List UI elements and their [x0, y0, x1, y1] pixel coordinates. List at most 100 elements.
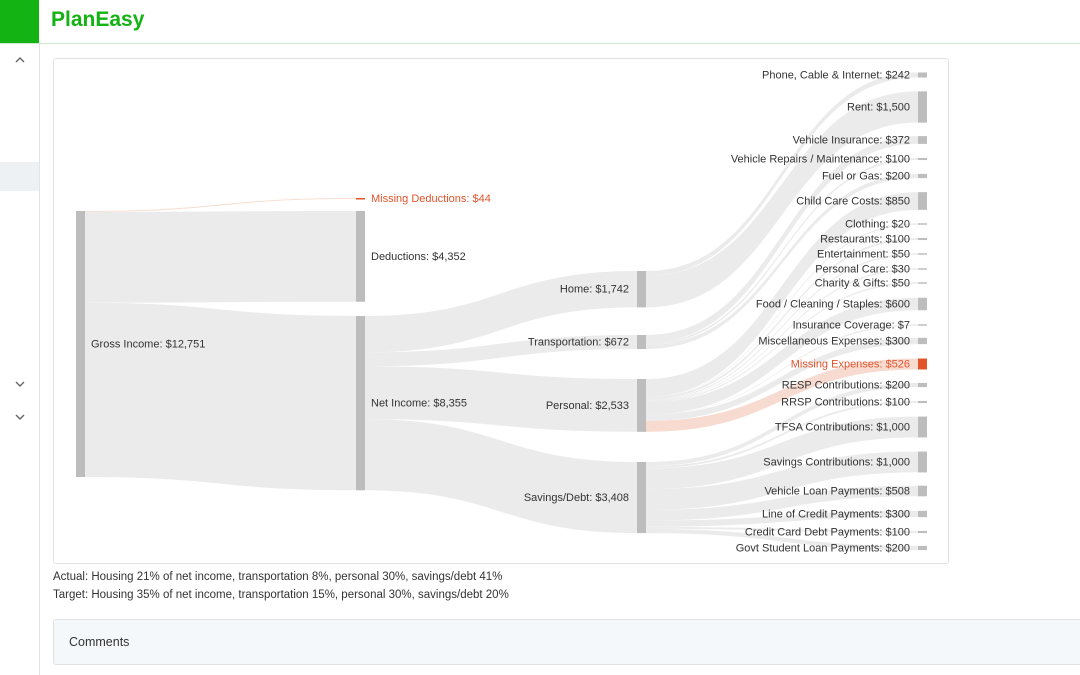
node-savings-contributions-1-000	[918, 451, 927, 473]
label-gross-income: Gross Income: $12,751	[91, 338, 205, 350]
link-net-to-transport	[365, 335, 637, 367]
sankey-panel: Gross Income: $12,751 Missing Deductions:…	[53, 58, 949, 564]
node-child-care-costs-850	[918, 192, 927, 210]
link-transport-to-fuel-or-gas-200	[646, 173, 918, 350]
label-insurance-coverage-7: Insurance Coverage: $7	[793, 319, 910, 331]
link-personal-to-insurance-coverage-7	[646, 324, 918, 415]
link-personal-to-restaurants-100	[646, 237, 918, 400]
node-rrsp-contributions-100	[918, 400, 927, 404]
brand-square	[0, 0, 39, 43]
link-home-to-rent-1-500	[646, 91, 918, 308]
label-vehicle-repairs-maintenance-100: Vehicle Repairs / Maintenance: $100	[731, 153, 910, 165]
label-tfsa-contributions-1-000: TFSA Contributions: $1,000	[775, 421, 910, 433]
link-savings-to-vehicle-loan-payments-508	[646, 485, 918, 521]
link-personal-to-miscellaneous-expenses-300	[646, 337, 918, 421]
label-phone-cable-internet-242: Phone, Cable & Internet: $242	[762, 69, 910, 81]
node-vehicle-insurance-372	[918, 136, 927, 144]
link-personal-to-personal-care-30	[646, 268, 918, 401]
comments-title: Comments	[69, 635, 130, 649]
node-rent-1-500	[918, 91, 927, 123]
node-clothing-20	[918, 223, 927, 225]
node-restaurants-100	[918, 237, 927, 241]
node-miscellaneous-expenses-300	[918, 337, 927, 345]
label-govt-student-loan-payments-200: Govt Student Loan Payments: $200	[736, 542, 910, 554]
node-insurance-coverage-7	[918, 324, 927, 326]
link-home-to-phone-cable-internet-242	[646, 72, 918, 277]
node-missing-ded	[356, 198, 365, 200]
link-personal-to-missing-expenses-526	[646, 358, 918, 432]
link-personal-to-child-care-costs-850	[646, 192, 918, 397]
sidebar	[0, 44, 40, 675]
label-personal-care-30: Personal Care: $30	[815, 263, 910, 275]
budget-sankey-chart: Gross Income: $12,751 Missing Deductions:…	[76, 69, 927, 554]
node-transport	[637, 335, 646, 350]
node-vehicle-repairs-maintenance-100	[918, 157, 927, 161]
label-clothing-20: Clothing: $20	[845, 218, 910, 230]
label-vehicle-insurance-372: Vehicle Insurance: $372	[793, 134, 910, 146]
app-name: PlanEasy	[51, 8, 145, 31]
node-missing-expenses-526	[918, 358, 927, 370]
link-savings-to-resp-contributions-200	[646, 382, 918, 467]
link-gross-to-deductions	[85, 211, 356, 303]
label-deductions: Deductions: $4,352	[371, 251, 466, 263]
label-fuel-or-gas-200: Fuel or Gas: $200	[822, 170, 910, 182]
node-resp-contributions-200	[918, 382, 927, 388]
node-personal	[637, 379, 646, 432]
node-line-of-credit-payments-300	[918, 510, 927, 518]
sidebar-item-active[interactable]	[0, 162, 39, 191]
label-rent-1-500: Rent: $1,500	[847, 101, 910, 113]
node-tfsa-contributions-1-000	[918, 416, 927, 438]
chevron-up-icon[interactable]	[13, 53, 27, 67]
node-gross-income	[76, 211, 85, 477]
top-bar: PlanEasy	[0, 0, 1080, 44]
label-resp-contributions-200: RESP Contributions: $200	[782, 379, 910, 391]
link-transport-to-vehicle-insurance-372	[646, 136, 918, 343]
label-missing-expenses-526: Missing Expenses: $526	[791, 358, 910, 370]
link-gross-to-missing-ded	[85, 198, 356, 212]
label-savings: Savings/Debt: $3,408	[524, 492, 629, 504]
link-savings-to-govt-student-loan-payments-200	[646, 528, 918, 551]
link-savings-to-savings-contributions-1-000	[646, 451, 918, 510]
label-credit-card-debt-payments-100: Credit Card Debt Payments: $100	[745, 526, 910, 538]
link-net-to-personal	[365, 366, 637, 432]
node-deductions	[356, 211, 365, 302]
label-rrsp-contributions-100: RRSP Contributions: $100	[781, 396, 910, 408]
comments-section[interactable]: Comments	[53, 619, 1080, 665]
node-entertainment-50	[918, 253, 927, 255]
node-fuel-or-gas-200	[918, 173, 927, 179]
label-line-of-credit-payments-300: Line of Credit Payments: $300	[762, 508, 910, 520]
node-net	[356, 316, 365, 491]
summary-target: Target: Housing 35% of net income, trans…	[53, 589, 509, 601]
link-personal-to-food-cleaning-staples-600	[646, 297, 918, 415]
link-savings-to-credit-card-debt-payments-100	[646, 526, 918, 534]
link-gross-to-net	[85, 302, 356, 491]
label-food-cleaning-staples-600: Food / Cleaning / Staples: $600	[756, 298, 910, 310]
link-personal-to-clothing-20	[646, 223, 918, 398]
label-entertainment-50: Entertainment: $50	[817, 248, 910, 260]
link-personal-to-entertainment-50	[646, 253, 918, 401]
chevron-down-icon[interactable]	[13, 410, 27, 424]
label-home: Home: $1,742	[560, 284, 629, 296]
node-savings	[637, 462, 646, 534]
node-personal-care-30	[918, 268, 927, 270]
link-savings-to-tfsa-contributions-1-000	[646, 416, 918, 490]
label-restaurants-100: Restaurants: $100	[820, 233, 910, 245]
link-net-to-savings	[365, 419, 637, 534]
label-transport: Transportation: $672	[528, 336, 629, 348]
link-savings-to-rrsp-contributions-100	[646, 400, 918, 469]
label-savings-contributions-1-000: Savings Contributions: $1,000	[763, 456, 910, 468]
node-charity-gifts-50	[918, 282, 927, 284]
node-home	[637, 271, 646, 308]
label-charity-gifts-50: Charity & Gifts: $50	[815, 277, 910, 289]
node-food-cleaning-staples-600	[918, 297, 927, 311]
node-vehicle-loan-payments-508	[918, 485, 927, 497]
link-savings-to-line-of-credit-payments-300	[646, 510, 918, 527]
label-miscellaneous-expenses-300: Miscellaneous Expenses: $300	[758, 335, 910, 347]
chevron-down-icon[interactable]	[13, 377, 27, 391]
node-phone-cable-internet-242	[918, 72, 927, 78]
label-net: Net Income: $8,355	[371, 398, 467, 410]
link-personal-to-charity-gifts-50	[646, 282, 918, 402]
label-missing-ded: Missing Deductions: $44	[371, 193, 491, 205]
link-transport-to-vehicle-repairs-maintenance-100	[646, 157, 918, 345]
label-vehicle-loan-payments-508: Vehicle Loan Payments: $508	[764, 485, 910, 497]
